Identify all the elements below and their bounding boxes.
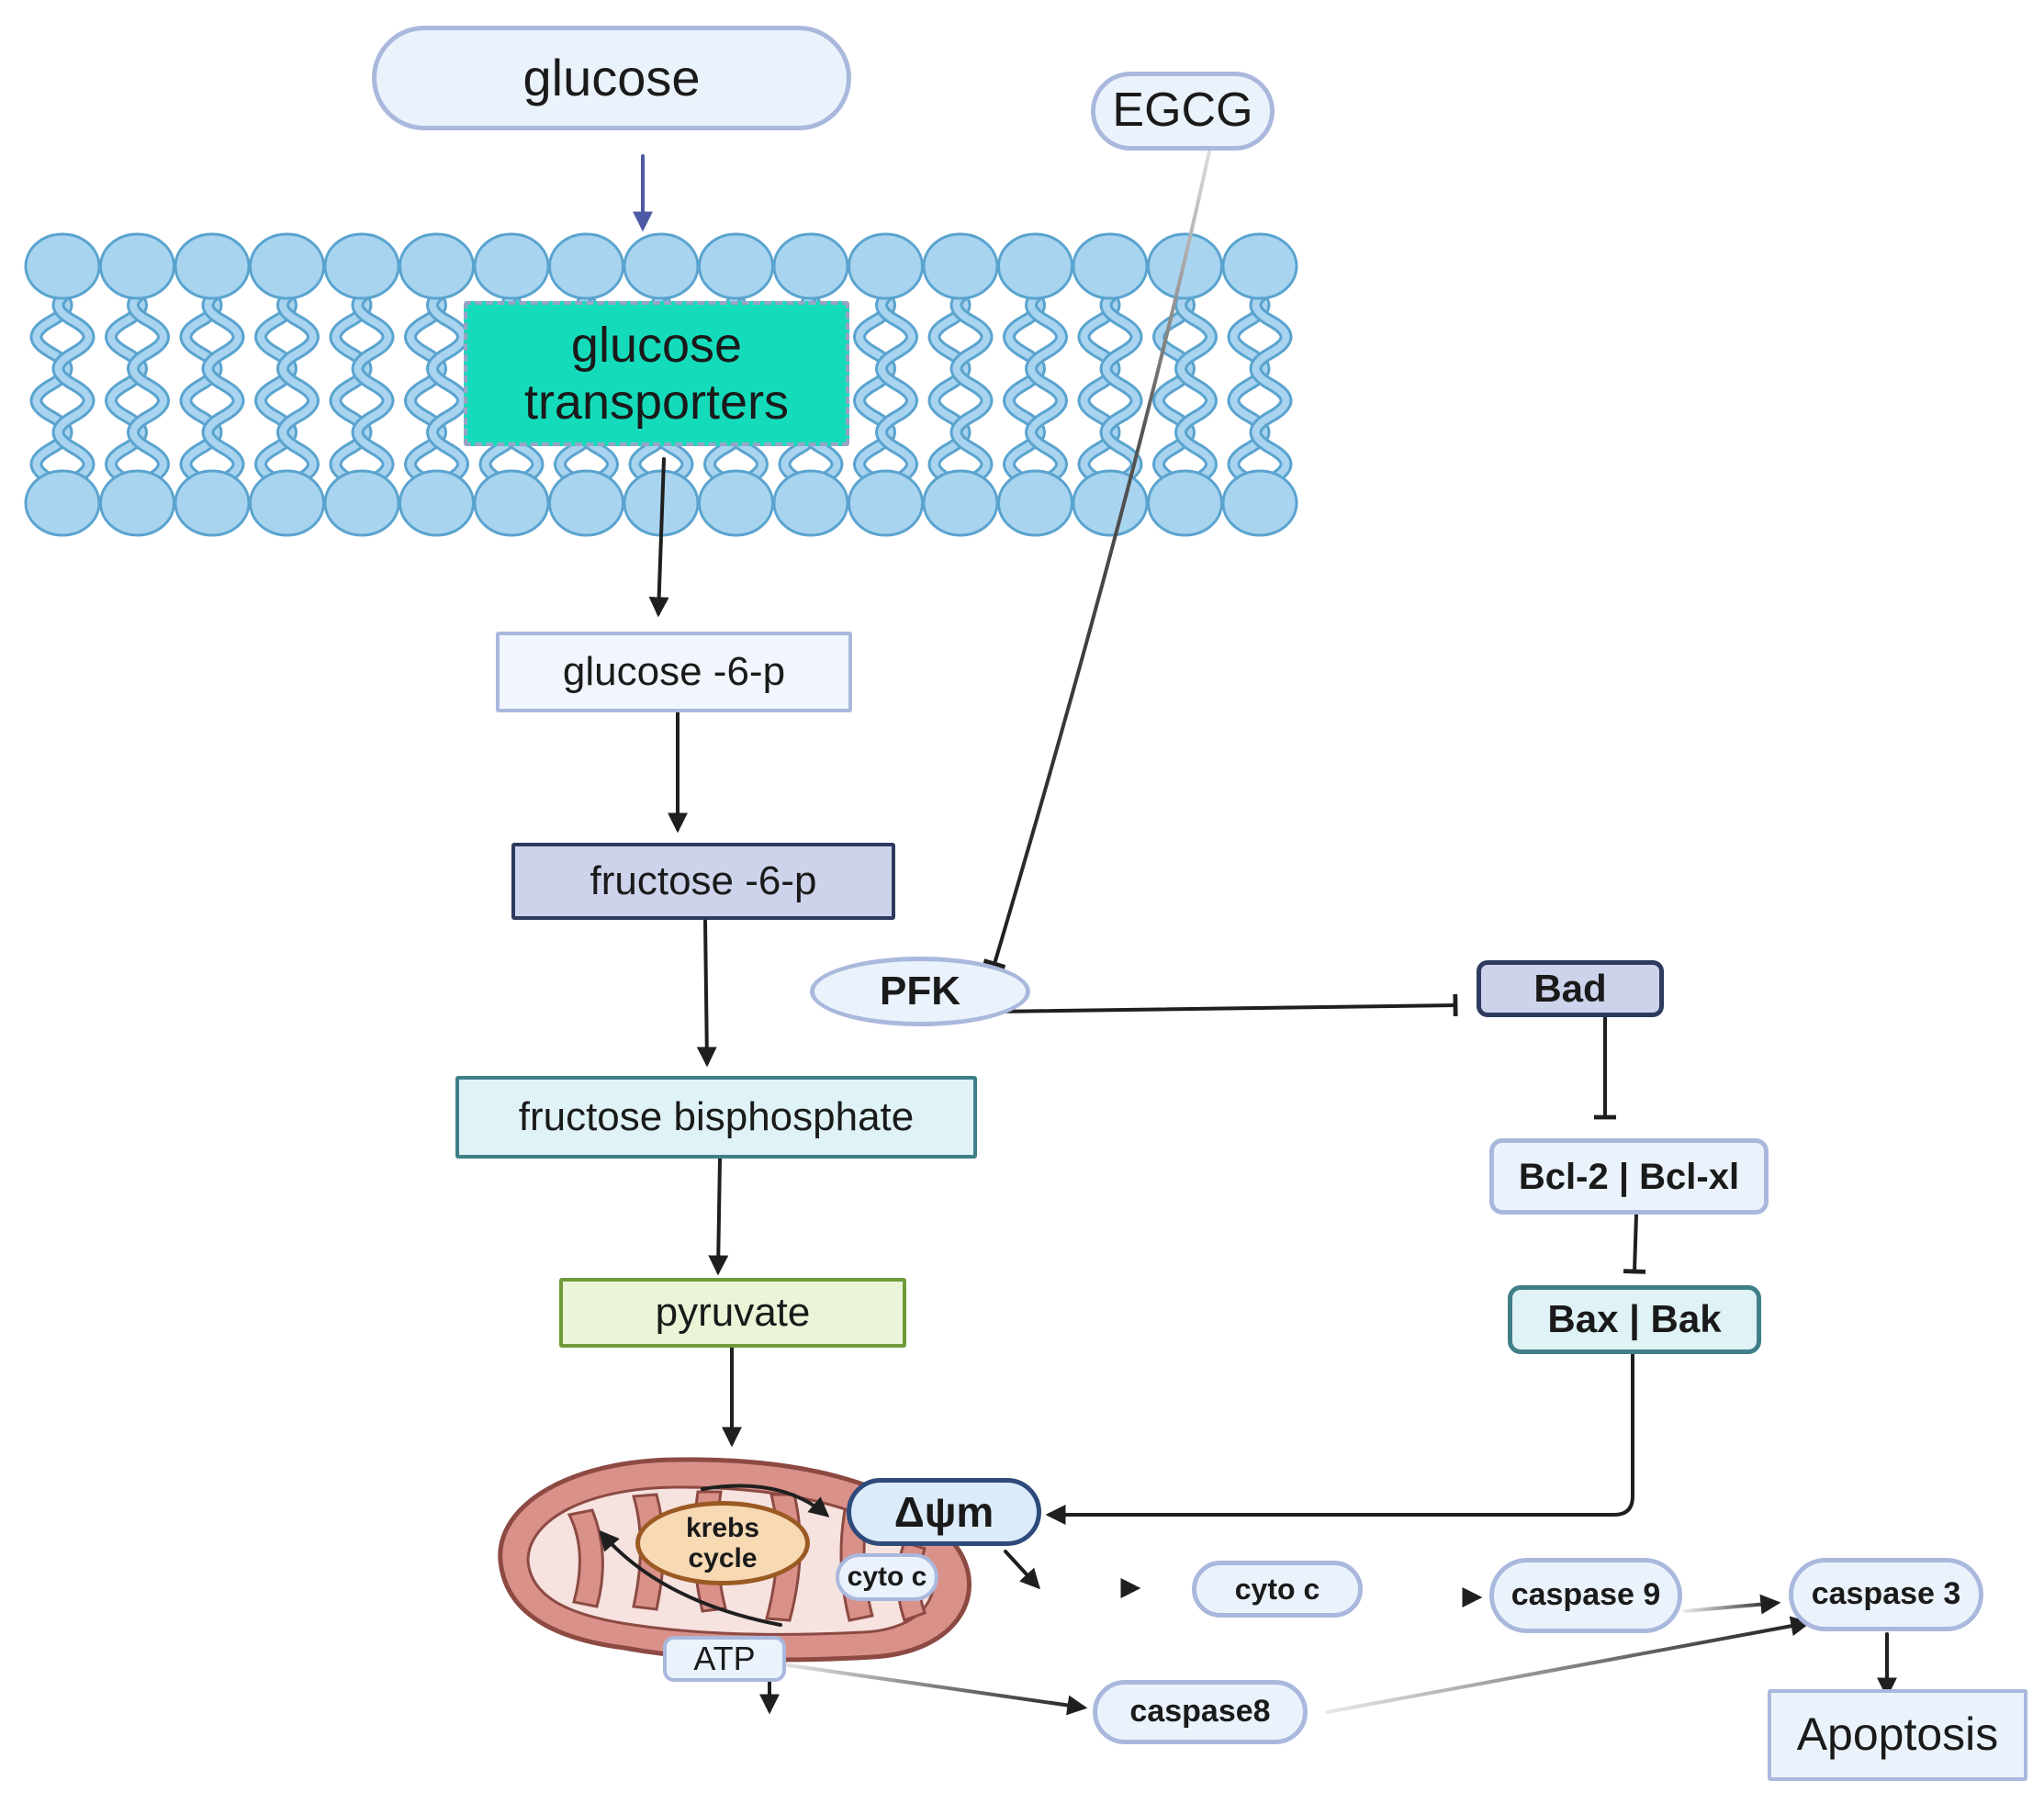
- pyruvate-node: pyruvate: [559, 1278, 906, 1348]
- f6p-label: fructose -6-p: [590, 857, 817, 903]
- cytoc-inner-label: cyto c: [847, 1561, 927, 1592]
- arrow-into-dpsi: [701, 1484, 830, 1517]
- arrow-caspase9-to-caspase3: [1683, 1594, 1781, 1615]
- fbp-label: fructose bisphosphate: [518, 1093, 915, 1139]
- bax-bak-node: Bax | Bak: [1508, 1285, 1761, 1354]
- atp-node: ATP: [663, 1636, 786, 1682]
- phospholipid: [249, 232, 325, 537]
- egcg-node: EGCG: [1091, 72, 1275, 151]
- caspase-9-node: caspase 9: [1489, 1558, 1682, 1633]
- cyto-c-node: cyto c: [1192, 1561, 1363, 1618]
- fructose-bisphosphate-node: fructose bisphosphate: [455, 1076, 977, 1159]
- krebs-cycle-node: krebs cycle: [635, 1501, 810, 1585]
- arrow-to-g6p: [648, 457, 669, 618]
- arrow-dpsi-down: [1004, 1550, 1040, 1590]
- pfk-label: PFK: [880, 968, 960, 1013]
- egcg-label: EGCG: [1112, 84, 1253, 138]
- phospholipid: [174, 232, 251, 537]
- glucose-transporters-node: glucose transporters: [464, 301, 849, 446]
- pyruvate-label: pyruvate: [655, 1289, 811, 1335]
- arrow-atp-to-caspase8: [774, 1662, 1088, 1716]
- krebs-label-line2: cycle: [688, 1543, 758, 1573]
- pfk-inhibits-bad: [990, 993, 1458, 1017]
- phospholipid: [24, 232, 101, 537]
- bcl2-node: Bcl-2 | Bcl-xl: [1489, 1138, 1769, 1215]
- arrow-to-pyruvate: [708, 1157, 729, 1276]
- phospholipid: [1147, 232, 1223, 537]
- glucose-6-p-node: glucose -6-p: [496, 632, 852, 712]
- caspase-3-node: caspase 3: [1789, 1558, 1983, 1631]
- bad-label: Bad: [1533, 966, 1607, 1010]
- cyto-c-inner-node: cyto c: [836, 1553, 938, 1601]
- phospholipid: [922, 232, 999, 537]
- phospholipid: [323, 232, 400, 537]
- apoptosis-node: Apoptosis: [1768, 1689, 2027, 1781]
- caspase9-label: caspase 9: [1511, 1577, 1661, 1613]
- caspase8-label: caspase8: [1129, 1694, 1271, 1730]
- g6p-label: glucose -6-p: [562, 648, 786, 694]
- phospholipid: [1221, 232, 1298, 537]
- caspase3-label: caspase 3: [1811, 1576, 1961, 1612]
- glucose-label: glucose: [522, 48, 701, 106]
- baxbak-to-dpsi: [1045, 1352, 1634, 1525]
- atp-label: ATP: [693, 1640, 756, 1678]
- delta-psi-m-node: Δψm: [847, 1478, 1041, 1546]
- krebs-label-line1: krebs: [685, 1513, 760, 1543]
- caspase-8-node: caspase8: [1093, 1680, 1308, 1744]
- arrow-to-fbp: [696, 919, 717, 1068]
- arrow-to-krebs: [599, 1529, 782, 1627]
- arrow-caspase8-to-caspase3: [1325, 1616, 1812, 1714]
- transporters-label-line1: glucose: [570, 317, 743, 373]
- baxbak-label: Bax | Bak: [1547, 1297, 1722, 1341]
- phospholipid: [1072, 232, 1149, 537]
- pfk-node: PFK: [810, 957, 1030, 1026]
- bad-node: Bad: [1477, 960, 1664, 1017]
- egcg-inhibits-pfk: [983, 145, 1212, 969]
- cytoc-label: cyto c: [1234, 1572, 1320, 1606]
- phospholipid: [997, 232, 1073, 537]
- phospholipid: [399, 232, 475, 537]
- connectors: [599, 145, 1897, 1716]
- apoptosis-label: Apoptosis: [1796, 1708, 1999, 1761]
- bcl2-inhibits-baxbak: [1623, 1213, 1646, 1274]
- phospholipid: [848, 232, 924, 537]
- glucose-node: glucose: [372, 26, 851, 130]
- transporters-label-line2: transporters: [523, 375, 790, 430]
- dpsi-label: Δψm: [893, 1487, 994, 1536]
- bcl2-label: Bcl-2 | Bcl-xl: [1518, 1156, 1740, 1197]
- phospholipid: [99, 232, 175, 537]
- fructose-6-p-node: fructose -6-p: [511, 843, 895, 920]
